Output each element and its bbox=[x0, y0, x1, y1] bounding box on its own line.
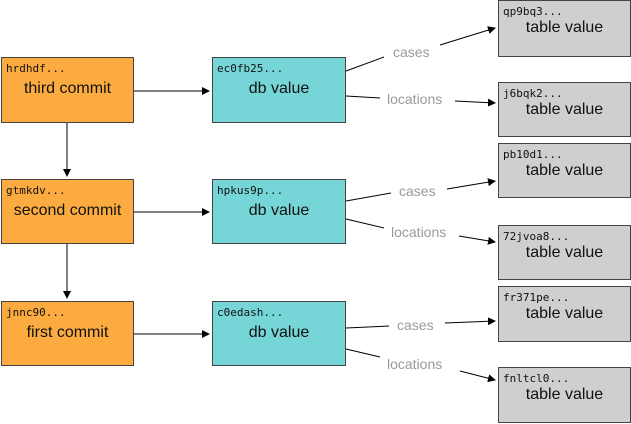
db-label: db value bbox=[248, 80, 310, 97]
db-hash: hpkus9p... bbox=[217, 184, 284, 197]
db-table-edge-1a bbox=[345, 56, 385, 72]
commit-label: first commit bbox=[26, 324, 109, 341]
table-value-node-4[interactable]: 72jvoa8... table value bbox=[498, 225, 631, 280]
table-hash: pb10d1... bbox=[503, 148, 563, 161]
db-table-edge-2b bbox=[345, 218, 385, 229]
edge-label-locations: locations bbox=[387, 91, 443, 107]
table-value-node-5[interactable]: fr371pe... table value bbox=[498, 286, 631, 342]
edge-label-cases: cases bbox=[399, 183, 436, 199]
table-label: table value bbox=[525, 19, 604, 36]
db-table-edge-3a-tail bbox=[444, 317, 496, 326]
db-hash: c0edash... bbox=[217, 306, 284, 319]
commit-node-third[interactable]: hrdhdf... third commit bbox=[1, 57, 134, 123]
db-hash: ec0fb25... bbox=[217, 62, 284, 75]
table-label: table value bbox=[525, 162, 604, 179]
commit-hash: jnnc90... bbox=[6, 306, 66, 319]
db-table-edge-2a bbox=[345, 192, 392, 202]
table-hash: 72jvoa8... bbox=[503, 230, 570, 243]
edge-label-cases: cases bbox=[393, 44, 430, 60]
table-hash: qp9bq3... bbox=[503, 5, 563, 18]
commit-node-first[interactable]: jnnc90... first commit bbox=[1, 301, 134, 366]
db-table-edge-3a bbox=[345, 325, 390, 329]
db-table-edge-3b-tail bbox=[459, 370, 496, 383]
db-label: db value bbox=[248, 324, 310, 341]
commit-label: third commit bbox=[23, 80, 112, 97]
db-table-edge-1b-tail bbox=[454, 98, 496, 107]
table-hash: fr371pe... bbox=[503, 291, 570, 304]
table-label: table value bbox=[525, 305, 604, 322]
table-value-node-6[interactable]: fnltcl0... table value bbox=[498, 367, 631, 423]
commit-hash: hrdhdf... bbox=[6, 62, 66, 75]
edge-label-locations: locations bbox=[391, 224, 447, 240]
edge-label-locations: locations bbox=[387, 356, 443, 372]
db-table-edge-2b-tail bbox=[458, 235, 496, 245]
table-value-node-3[interactable]: pb10d1... table value bbox=[498, 143, 631, 198]
table-value-node-1[interactable]: qp9bq3... table value bbox=[498, 0, 631, 57]
db-table-edge-2a-tail bbox=[446, 178, 496, 190]
db-value-node-3[interactable]: c0edash... db value bbox=[212, 301, 346, 366]
edge-label-cases: cases bbox=[397, 317, 434, 333]
db-table-edge-1a-tail bbox=[439, 26, 496, 46]
db-table-edge-1b bbox=[345, 95, 381, 99]
table-label: table value bbox=[525, 386, 604, 403]
table-hash: fnltcl0... bbox=[503, 372, 570, 385]
table-label: table value bbox=[525, 101, 604, 118]
db-label: db value bbox=[248, 202, 310, 219]
db-value-node-2[interactable]: hpkus9p... db value bbox=[212, 179, 346, 244]
table-value-node-2[interactable]: j6bqk2... table value bbox=[498, 82, 631, 137]
commit-label: second commit bbox=[13, 202, 122, 219]
table-hash: j6bqk2... bbox=[503, 87, 563, 100]
db-value-node-1[interactable]: ec0fb25... db value bbox=[212, 57, 346, 123]
table-label: table value bbox=[525, 244, 604, 261]
commit-hash: gtmkdv... bbox=[6, 184, 66, 197]
db-table-edge-3b bbox=[345, 348, 381, 358]
commit-node-second[interactable]: gtmkdv... second commit bbox=[1, 179, 134, 244]
